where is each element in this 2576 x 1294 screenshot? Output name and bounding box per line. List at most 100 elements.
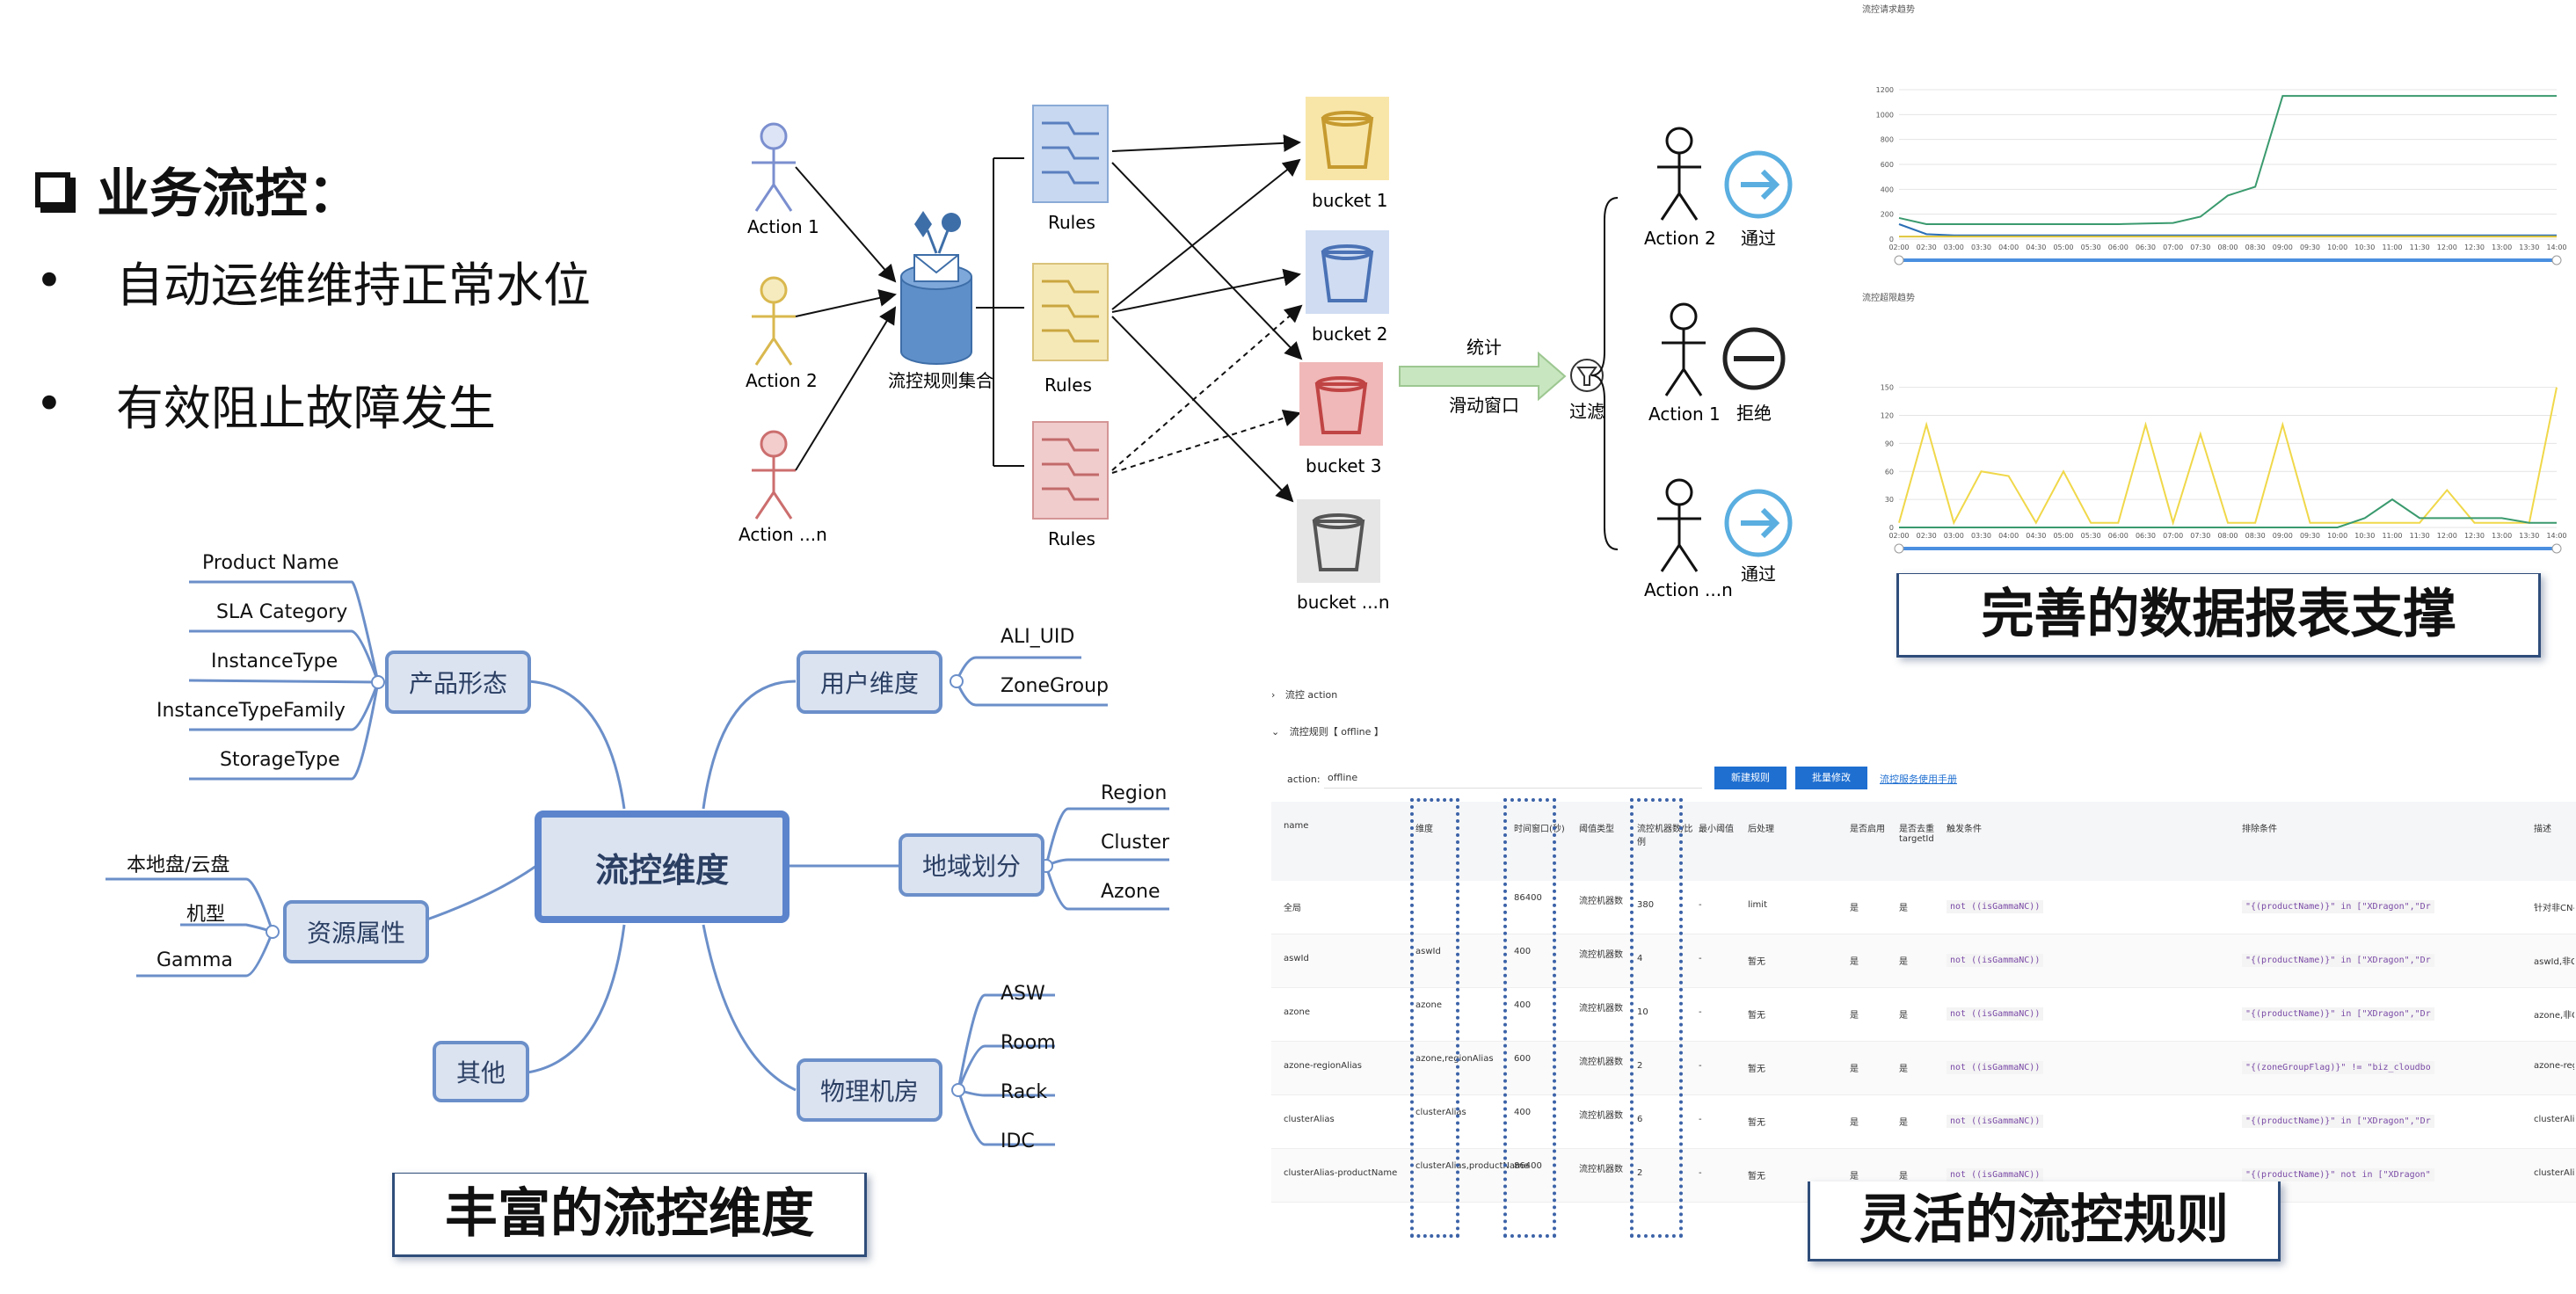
series-line (1898, 95, 2557, 225)
y-tick-label: 0 (1889, 524, 1894, 532)
x-tick-label: 10:00 (2327, 244, 2347, 251)
x-tick-label: 10:00 (2327, 532, 2347, 540)
column-header[interactable]: 排除条件 (2242, 825, 2277, 834)
batch-edit-button[interactable]: 批量修改 (1795, 767, 1867, 789)
table-cell: 全局 (1284, 904, 1301, 913)
table-header-row (1271, 802, 2576, 881)
series-line (1898, 387, 2558, 527)
action-label: Action 2 (746, 370, 818, 391)
table-cell: "{(productName)}" not in ["XDragon" (2242, 1168, 2434, 1181)
mindmap-branch-node: 其他 (433, 1041, 529, 1102)
column-header[interactable]: 最小阈值 (1699, 825, 1734, 834)
chevron-down-icon: ⌄ (1271, 726, 1280, 738)
x-tick-label: 05:00 (2053, 244, 2073, 251)
outcome-result-label: 拒绝 (1736, 403, 1772, 424)
column-header[interactable]: 后处理 (1748, 825, 1774, 834)
x-tick-label: 07:30 (2190, 532, 2210, 540)
x-tick-label: 07:00 (2163, 532, 2183, 540)
table-cell: clusterAlias (1284, 1115, 1335, 1124)
table-cell: 针对非CN-非Gamma (2534, 904, 2574, 913)
table-cell: 400 (1514, 1108, 1532, 1117)
table-cell: azone (1284, 1007, 1310, 1017)
x-tick-label: 02:30 (1917, 244, 1937, 251)
new-rule-button[interactable]: 新建规则 (1714, 767, 1786, 789)
table-cell: 是 (1850, 1065, 1859, 1074)
x-tick-label: 06:00 (2108, 532, 2128, 540)
actor-icon (752, 430, 796, 520)
column-header[interactable]: 时间窗口(秒) (1514, 825, 1565, 834)
table-cell: - (1699, 900, 1702, 910)
mindmap-leaf: ASW (1001, 983, 1045, 1005)
series-line (1898, 223, 2557, 236)
table-cell: 10 (1637, 1007, 1648, 1017)
outcome-action-label: Action 1 (1648, 403, 1721, 425)
action-select[interactable]: offline (1324, 768, 1702, 789)
x-tick-label: 13:00 (2492, 244, 2512, 251)
column-header[interactable]: 维度 (1415, 825, 1433, 834)
mindmap-branch-node: 产品形态 (385, 651, 531, 714)
table-cell: - (1699, 1115, 1702, 1124)
section-rules-label: 流控规则【 offline 】 (1289, 726, 1384, 738)
y-tick-label: 400 (1881, 185, 1894, 193)
bucket-label: bucket 2 (1312, 324, 1387, 345)
x-tick-label: 13:30 (2519, 244, 2539, 251)
mindmap-leaf: Rack (1001, 1081, 1048, 1103)
table-cell: 是 (1899, 1065, 1908, 1074)
bullet-item: • 有效阻止故障发生 (35, 369, 496, 439)
bullet-item: • 自动运维维持正常水位 (35, 246, 591, 316)
rules-label: Rules (1048, 528, 1095, 549)
x-tick-label: 06:00 (2108, 244, 2128, 251)
column-header[interactable]: name (1284, 821, 1309, 831)
bullet-text: 有效阻止故障发生 (115, 381, 496, 436)
manual-link[interactable]: 流控服务使用手册 (1880, 774, 1957, 785)
rules-document-icon (1032, 105, 1109, 203)
x-tick-label: 07:00 (2163, 244, 2183, 251)
range-slider-handle (2551, 255, 2562, 265)
table-cell: 流控机器数 (1579, 1111, 1623, 1121)
x-tick-label: 13:00 (2492, 532, 2512, 540)
mindmap-leaf: ZoneGroup (1001, 675, 1109, 697)
table-cell: "{(productName)}" in ["XDragon","Dr (2242, 954, 2434, 967)
table-cell: 流控机器数 (1579, 950, 1623, 960)
bucket-label: bucket 1 (1312, 190, 1387, 211)
no-entry-icon (1722, 327, 1786, 390)
highlight-frame (1630, 798, 1683, 1238)
table-cell: "{(productName)}" in ["XDragon","Dr (2242, 1007, 2434, 1021)
section-rules[interactable]: ⌄ 流控规则【 offline 】 (1271, 724, 1384, 738)
mindmap-leaf: InstanceType (211, 651, 338, 672)
column-header[interactable]: 描述 (2534, 825, 2551, 834)
column-header[interactable]: 流控机器数/比例 (1637, 825, 1693, 847)
filter-label: 过滤 (1569, 401, 1605, 422)
arrow-right-circle-icon (1724, 150, 1793, 219)
chevron-right-icon: › (1271, 689, 1276, 701)
table-cell: aswId,非G (2534, 957, 2574, 967)
table-cell: 流控机器数 (1579, 897, 1623, 906)
column-header[interactable]: 是否去重 targetId (1899, 825, 1934, 844)
column-header[interactable]: 是否启用 (1850, 825, 1885, 834)
table-cell: clusterAlia (2534, 1115, 2574, 1124)
x-tick-label: 14:00 (2546, 244, 2566, 251)
y-tick-label: 200 (1881, 211, 1894, 219)
section-action[interactable]: › 流控 action (1271, 687, 1337, 702)
rule-set-label: 流控规则集合 (888, 370, 993, 391)
x-tick-label: 12:30 (2464, 532, 2485, 540)
actor-icon (1662, 302, 1706, 396)
table-cell: azone-regionAlias (1284, 1061, 1362, 1071)
x-tick-label: 03:00 (1944, 244, 1964, 251)
checkbox-icon (35, 171, 70, 207)
outcome-action-label: Action 2 (1644, 228, 1716, 249)
mindmap-branch-node: 用户维度 (797, 651, 942, 714)
highlight-frame (1503, 798, 1556, 1238)
column-header[interactable]: 阈值类型 (1579, 825, 1614, 834)
x-tick-label: 02:30 (1917, 532, 1937, 540)
x-tick-label: 12:00 (2437, 532, 2457, 540)
rules-table-panel: › 流控 action ⌄ 流控规则【 offline 】 action: of… (1271, 677, 2576, 1257)
x-tick-label: 11:00 (2382, 244, 2402, 251)
x-tick-label: 11:30 (2410, 244, 2430, 251)
column-header[interactable]: 触发条件 (1947, 825, 1982, 834)
